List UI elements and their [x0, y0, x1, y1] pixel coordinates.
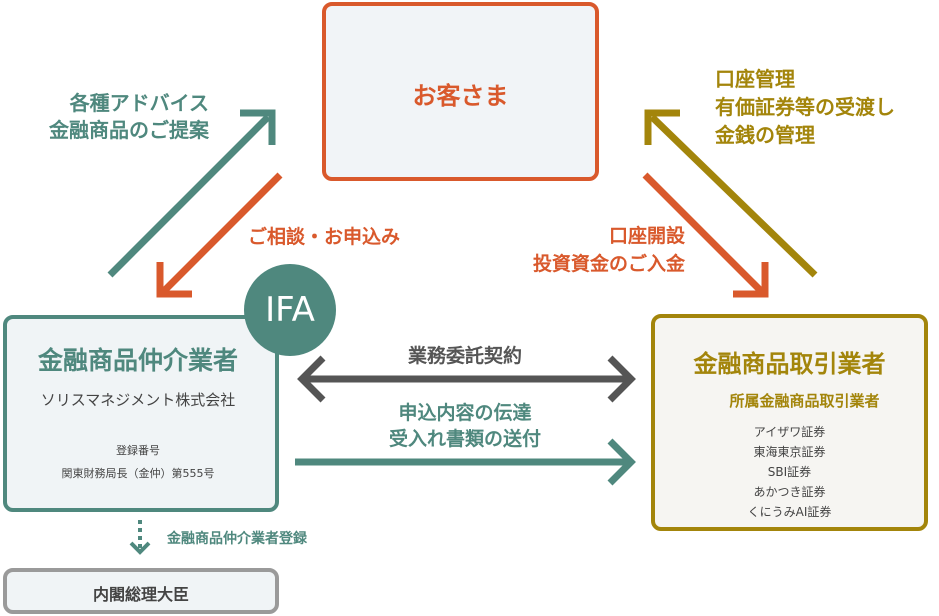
broker-box: 金融商品取引業者 所属金融商品取引業者 アイザワ証券 東海東京証券 SBI証券 …	[651, 314, 928, 531]
account-mgmt-line: 口座管理	[715, 67, 795, 91]
advice-arrow	[107, 109, 276, 278]
ifa-title: 金融商品仲介業者	[37, 346, 238, 375]
customer-title: お客さま	[412, 82, 509, 110]
account-open-label: 口座開設 投資資金のご入金	[533, 222, 685, 278]
broker-subtitle: 所属金融商品取引業者	[729, 392, 880, 410]
advice-line: 金融商品のご提案	[49, 118, 209, 142]
account-mgmt-line: 金銭の管理	[715, 123, 815, 147]
broker-firm: SBI証券	[767, 465, 812, 479]
ifa-badge: IFA	[244, 264, 336, 356]
broker-firm: くにうみAI証券	[747, 505, 832, 519]
broker-firm: 東海東京証券	[753, 445, 826, 459]
broker-firm: アイザワ証券	[753, 425, 826, 439]
account-open-line: 口座開設	[608, 225, 685, 247]
ifa-reg-label: 登録番号	[116, 444, 160, 457]
transmit-label: 申込内容の伝達 受入れ書類の送付	[300, 400, 630, 452]
ifa-badge-text: IFA	[265, 290, 315, 330]
advice-label: 各種アドバイス 金融商品のご提案	[49, 90, 209, 144]
advice-line: 各種アドバイス	[69, 91, 209, 115]
transmit-arrow	[295, 438, 636, 486]
outsourcing-double-arrow	[297, 355, 636, 403]
account-mgmt-arrow	[644, 109, 818, 278]
account-open-line: 投資資金のご入金	[532, 253, 685, 275]
account-mgmt-line: 有価証券等の受渡し	[715, 95, 895, 119]
broker-title: 金融商品取引業者	[693, 350, 886, 378]
account-open-arrow	[642, 172, 769, 298]
minister-title: 内閣総理大臣	[92, 585, 189, 604]
customer-box: お客さま	[322, 2, 599, 181]
registration-dotted-arrow	[129, 520, 151, 555]
transmit-line: 申込内容の伝達	[398, 402, 532, 424]
broker-firm-list: アイザワ証券 東海東京証券 SBI証券 あかつき証券 くにうみAI証券	[655, 422, 924, 522]
transmit-line: 受入れ書類の送付	[388, 428, 541, 450]
minister-box: 内閣総理大臣	[3, 568, 279, 614]
consult-arrow	[156, 172, 283, 298]
outsourcing-label: 業務委託契約	[407, 345, 522, 367]
registration-label: 金融商品仲介業者登録	[167, 531, 307, 547]
broker-firm: あかつき証券	[753, 485, 826, 499]
consult-label: ご相談・お申込み	[248, 226, 401, 248]
ifa-box: 金融商品仲介業者 ソリスマネジメント株式会社 登録番号 関東財務局長（金仲）第5…	[3, 315, 279, 512]
account-mgmt-label: 口座管理 有価証券等の受渡し 金銭の管理	[715, 65, 895, 149]
ifa-company: ソリスマネジメント株式会社	[40, 391, 236, 409]
ifa-reg-number: 関東財務局長（金仲）第555号	[61, 467, 215, 480]
